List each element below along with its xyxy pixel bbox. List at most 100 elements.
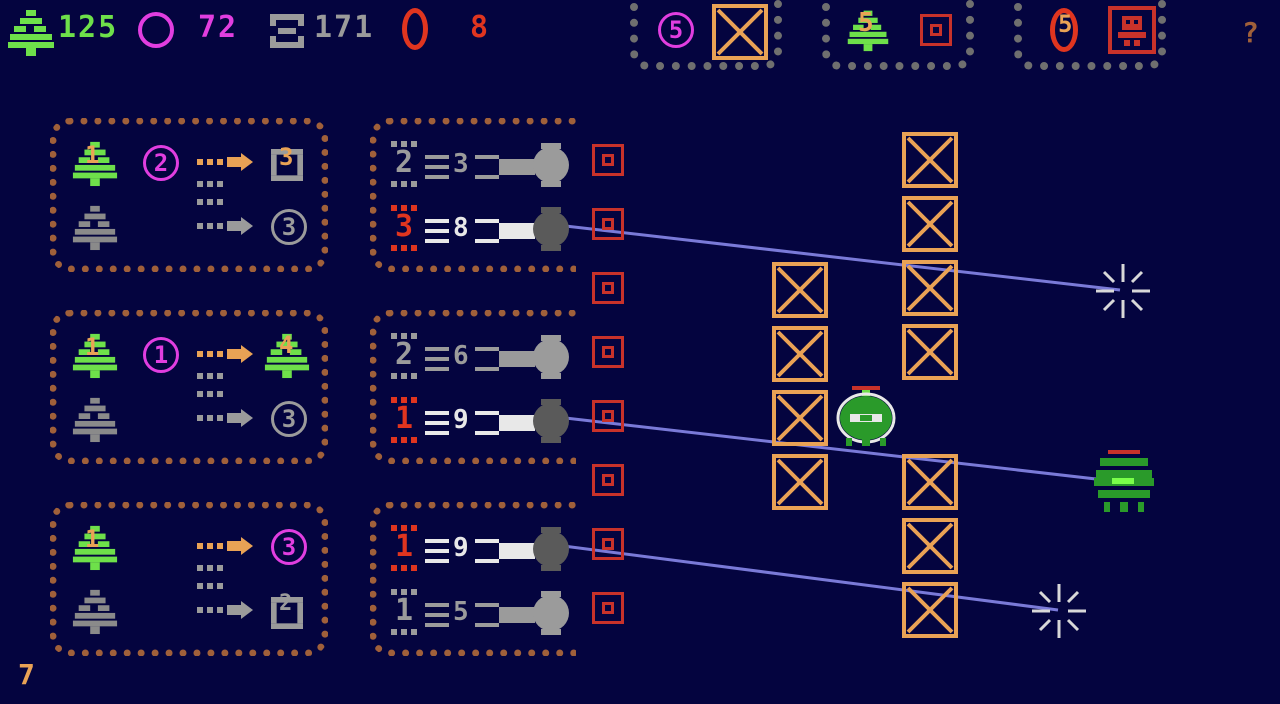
dots-icon	[197, 181, 223, 187]
enemy-robot[interactable]	[1094, 450, 1154, 516]
tree-count: 125	[58, 10, 119, 45]
target-block[interactable]	[592, 592, 624, 624]
dots-icon	[391, 141, 417, 147]
input-ring-badge: 2	[143, 145, 179, 181]
robot-icon	[1108, 6, 1156, 54]
crate-block[interactable]	[902, 518, 958, 574]
crate-block[interactable]	[772, 262, 828, 318]
target-block[interactable]	[592, 272, 624, 304]
crate-block[interactable]	[772, 326, 828, 382]
cannon-icon	[533, 335, 569, 379]
dots-icon	[391, 245, 417, 251]
tree-icon	[264, 333, 310, 379]
output-count: 3	[279, 143, 294, 171]
crate-block[interactable]	[902, 196, 958, 252]
slot-number: 1	[395, 401, 414, 436]
help-button[interactable]: ?	[1242, 16, 1259, 49]
ring-icon	[138, 12, 174, 48]
launcher-row[interactable]: 1 9	[391, 525, 591, 575]
target-block[interactable]	[592, 400, 624, 432]
dots-icon	[391, 629, 417, 635]
target-block[interactable]	[592, 144, 624, 176]
tree-icon	[847, 10, 889, 52]
launcher-bar	[425, 155, 535, 179]
input-ring-badge: 1	[143, 337, 179, 373]
crate-block[interactable]	[772, 390, 828, 446]
crate-block[interactable]	[902, 324, 958, 380]
laser-beam	[547, 414, 1123, 484]
output-ring: 3	[271, 529, 307, 565]
launcher-bar	[425, 411, 535, 435]
launcher-bar	[425, 603, 535, 627]
dots-icon	[391, 373, 417, 379]
input-count: 1	[85, 333, 100, 361]
build-panel-target[interactable]: 5	[822, 0, 974, 70]
gem-icon	[402, 8, 428, 50]
cannon-icon	[533, 527, 569, 571]
tree-icon	[72, 397, 118, 443]
gem-count: 8	[470, 10, 491, 45]
dots-icon	[391, 525, 417, 531]
dots-icon	[391, 565, 417, 571]
launcher-row[interactable]: 2 6	[391, 333, 591, 383]
dots-icon	[391, 205, 417, 211]
slot-number: 2	[395, 337, 414, 372]
power-value: 8	[453, 213, 469, 243]
enemy-robot[interactable]	[836, 384, 896, 448]
launcher-group: 2 6 1	[370, 310, 576, 464]
slot-number: 1	[395, 593, 414, 628]
build-panel-robot[interactable]: 5	[1014, 0, 1166, 70]
launcher-row[interactable]: 3 8	[391, 205, 591, 255]
converter-machine[interactable]: 1 1 4 3	[50, 310, 328, 464]
cost-badge: 5	[658, 12, 694, 48]
tree-icon	[72, 333, 118, 379]
launcher-row[interactable]: 2 3	[391, 141, 591, 191]
impact-sparkle-icon	[1032, 584, 1086, 638]
crate-block[interactable]	[772, 454, 828, 510]
arrow-icon	[197, 217, 253, 235]
tree-icon	[8, 10, 54, 56]
power-value: 6	[453, 341, 469, 371]
cannon-icon	[533, 591, 569, 635]
launcher-row[interactable]: 1 9	[391, 397, 591, 447]
target-block[interactable]	[592, 528, 624, 560]
gem-icon	[1050, 8, 1078, 52]
input-count: 1	[85, 525, 100, 553]
power-value: 5	[453, 597, 469, 627]
output-count: 4	[279, 331, 294, 359]
converter-machine[interactable]: 1 2 3 3	[50, 118, 328, 272]
tree-icon	[72, 589, 118, 635]
build-panel-crate[interactable]: 5	[630, 0, 782, 70]
output-ring-b: 3	[271, 401, 307, 437]
crate-icon	[712, 4, 768, 60]
power-value: 9	[453, 405, 469, 435]
target-block[interactable]	[592, 336, 624, 368]
power-value: 9	[453, 533, 469, 563]
launcher-group: 2 3 3	[370, 118, 576, 272]
cost-badge: 5	[1058, 10, 1073, 38]
arrow-icon	[197, 537, 253, 555]
dots-icon	[391, 397, 417, 403]
target-block[interactable]	[592, 208, 624, 240]
crate-block[interactable]	[902, 454, 958, 510]
arrow-icon	[197, 153, 253, 171]
impact-sparkle-icon	[1096, 264, 1150, 318]
laser-beam	[547, 222, 1121, 292]
launcher-bar	[425, 347, 535, 371]
crate-block[interactable]	[902, 260, 958, 316]
target-block[interactable]	[592, 464, 624, 496]
launcher-group: 1 9 1	[370, 502, 576, 656]
dots-icon	[197, 565, 223, 571]
arrow-icon	[197, 409, 253, 427]
crate-block[interactable]	[902, 132, 958, 188]
crate-block[interactable]	[902, 582, 958, 638]
converter-machine[interactable]: 1 3 2	[50, 502, 328, 656]
block-icon	[271, 597, 303, 629]
launcher-row[interactable]: 1 5	[391, 589, 591, 639]
slot-number: 3	[395, 209, 414, 244]
target-icon	[920, 14, 952, 46]
arrow-icon	[197, 601, 253, 619]
dots-icon	[197, 391, 223, 397]
cannon-icon	[533, 399, 569, 443]
slot-number: 1	[395, 529, 414, 564]
